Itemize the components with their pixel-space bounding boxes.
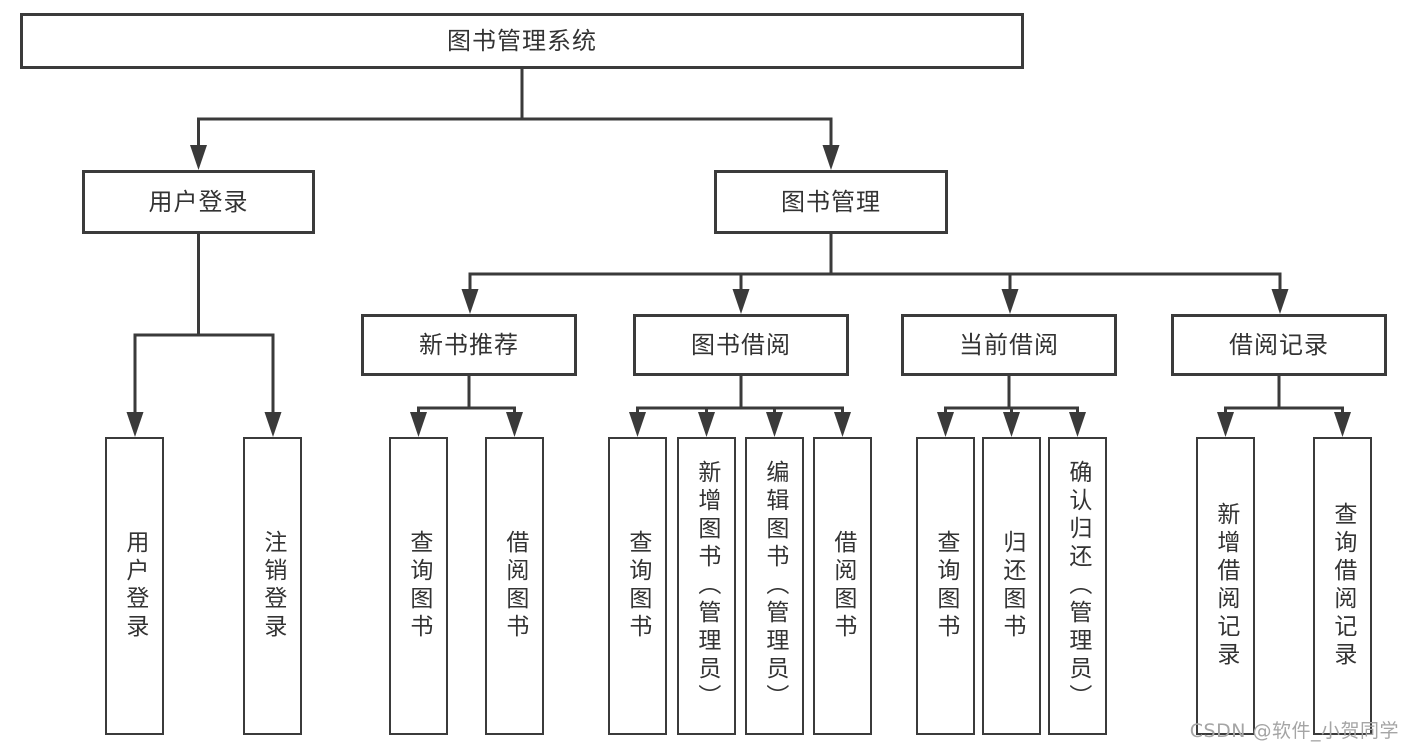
- arrow-icon: [190, 145, 207, 170]
- leaf-logout-login: 注销登录: [243, 437, 302, 735]
- leaf-confirm-return-admin: 确认归还（管理员）: [1048, 437, 1107, 735]
- arrow-icon: [822, 145, 840, 170]
- arrowheads: [126, 145, 1351, 437]
- arrow-icon: [937, 412, 954, 437]
- node-book-borrowing: 图书借阅: [633, 314, 849, 376]
- arrow-icon: [461, 289, 479, 314]
- node-library-system: 图书管理系统: [20, 13, 1024, 69]
- leaf-query-books-recommend: 查询图书: [389, 437, 448, 735]
- connector-root-to-level2: [197, 69, 833, 152]
- node-borrowing-records: 借阅记录: [1171, 314, 1387, 376]
- arrow-icon: [410, 412, 427, 437]
- arrow-icon: [732, 289, 750, 314]
- leaf-user-login: 用户登录: [105, 437, 164, 735]
- arrow-icon: [1069, 412, 1086, 437]
- connector-newrec-to-leaves: [417, 376, 516, 419]
- arrow-icon: [698, 412, 715, 437]
- node-current-borrowing: 当前借阅: [901, 314, 1117, 376]
- connector-login-to-leaves: [133, 234, 275, 419]
- leaf-add-books-admin: 新增图书（管理员）: [677, 437, 736, 735]
- node-new-book-recommendation: 新书推荐: [361, 314, 577, 376]
- arrow-icon: [126, 412, 144, 437]
- leaf-add-borrow-record: 新增借阅记录: [1196, 437, 1255, 735]
- arrow-icon: [1003, 412, 1020, 437]
- arrow-icon: [1217, 412, 1234, 437]
- leaf-edit-books-admin: 编辑图书（管理员）: [745, 437, 804, 735]
- node-user-login: 用户登录: [82, 170, 315, 234]
- arrow-icon: [766, 412, 783, 437]
- csdn-watermark: CSDN @软件_小贺同学: [1189, 720, 1399, 742]
- arrow-icon: [1001, 289, 1019, 314]
- arrow-icon: [629, 412, 646, 437]
- leaf-query-books-borrowing: 查询图书: [608, 437, 667, 735]
- arrow-icon: [1334, 412, 1351, 437]
- leaf-query-books-current: 查询图书: [916, 437, 975, 735]
- arrow-icon: [506, 412, 523, 437]
- connector-records-to-leaves: [1224, 376, 1344, 419]
- connector-mgmt-to-level3: [468, 234, 1282, 296]
- leaf-borrow-books-recommend: 借阅图书: [485, 437, 544, 735]
- leaf-query-borrow-record: 查询借阅记录: [1313, 437, 1372, 735]
- leaf-return-books: 归还图书: [982, 437, 1041, 735]
- connector-borrow-to-leaves: [636, 376, 844, 419]
- arrow-icon: [1271, 289, 1289, 314]
- leaf-borrow-books-borrowing: 借阅图书: [813, 437, 872, 735]
- arrow-icon: [834, 412, 851, 437]
- node-book-management: 图书管理: [714, 170, 948, 234]
- arrow-icon: [264, 412, 282, 437]
